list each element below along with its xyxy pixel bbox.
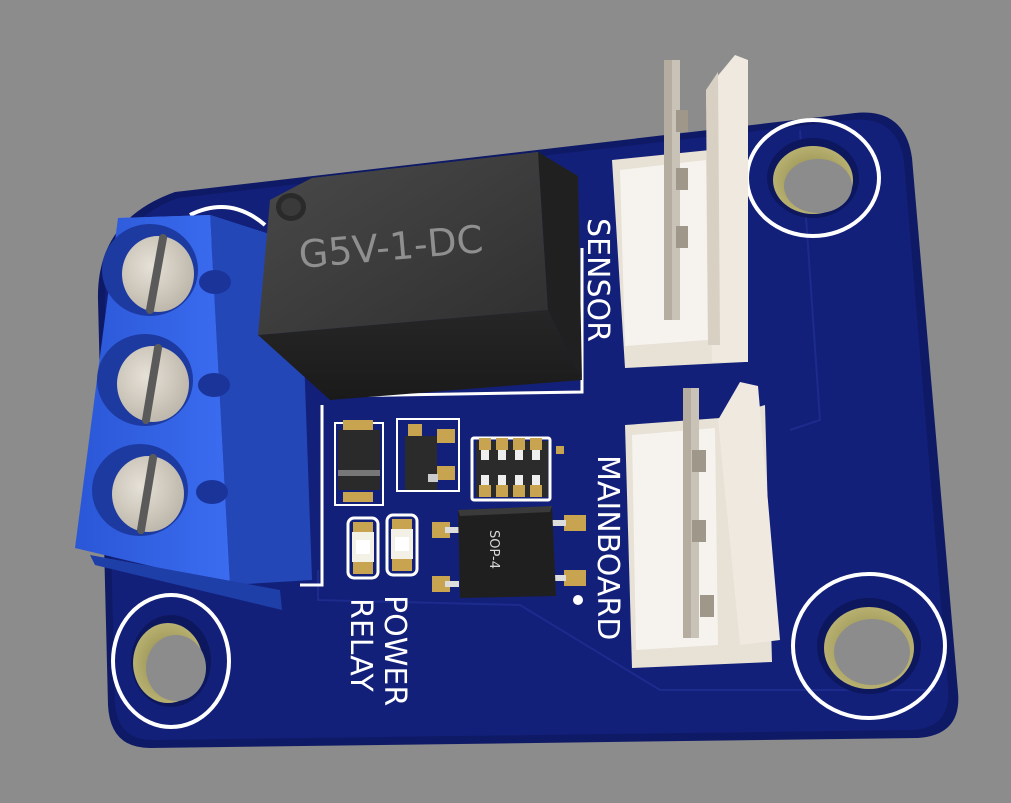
relay-label-silk: RELAY (343, 598, 378, 692)
power-label: POWER (377, 595, 412, 706)
terminal-screw-1 (102, 224, 231, 316)
sop4-label: SOP-4 (486, 530, 501, 569)
terminal-screw-3 (92, 444, 228, 536)
diode (334, 420, 384, 506)
mounting-hole-bottom-left (111, 593, 231, 729)
sop4-optocoupler: SOP-4 (432, 506, 586, 605)
mounting-hole-bottom-right (791, 572, 947, 720)
sensor-connector (612, 55, 748, 368)
mainboard-connector (625, 382, 780, 668)
resistor-array (476, 438, 564, 497)
sensor-label: SENSOR (580, 218, 615, 342)
terminal-screw-2 (97, 334, 230, 426)
relay: G5V-1-DC (258, 152, 582, 400)
mainboard-label: MAINBOARD (590, 455, 625, 640)
mounting-hole-top-left (189, 205, 267, 227)
screw-terminal-block (75, 215, 312, 610)
power-led (346, 516, 380, 580)
relay-led (385, 513, 419, 577)
transistor (396, 418, 460, 492)
